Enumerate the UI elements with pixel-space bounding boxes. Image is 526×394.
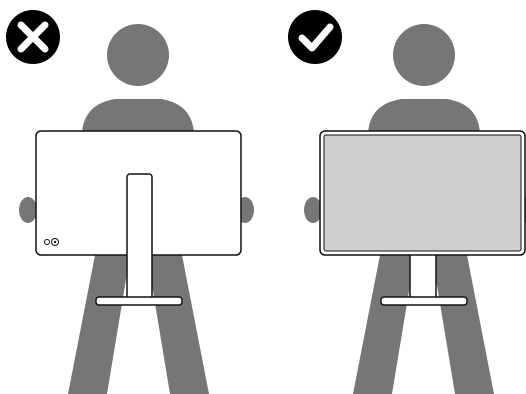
monitor-screen [324,135,521,251]
checkmark-icon [288,10,342,64]
monitor-stand-base [96,297,182,305]
person-right-leg [432,255,494,394]
panel-correct [288,10,526,394]
cross-icon [6,10,60,64]
monitor-stand-neck [127,174,152,302]
person-torso [82,99,194,133]
monitor-stand-neck [410,252,436,302]
person-head [107,24,169,86]
person-left-hand [19,197,37,223]
monitor-front-view [320,131,525,305]
monitor-back-view [36,131,241,305]
person-left-leg [68,255,130,394]
person-left-leg [353,255,415,394]
person-torso [368,99,480,133]
person-right-leg [147,255,209,394]
person-head [393,24,455,86]
panel-incorrect [6,10,254,394]
monitor-stand-base [381,297,467,305]
